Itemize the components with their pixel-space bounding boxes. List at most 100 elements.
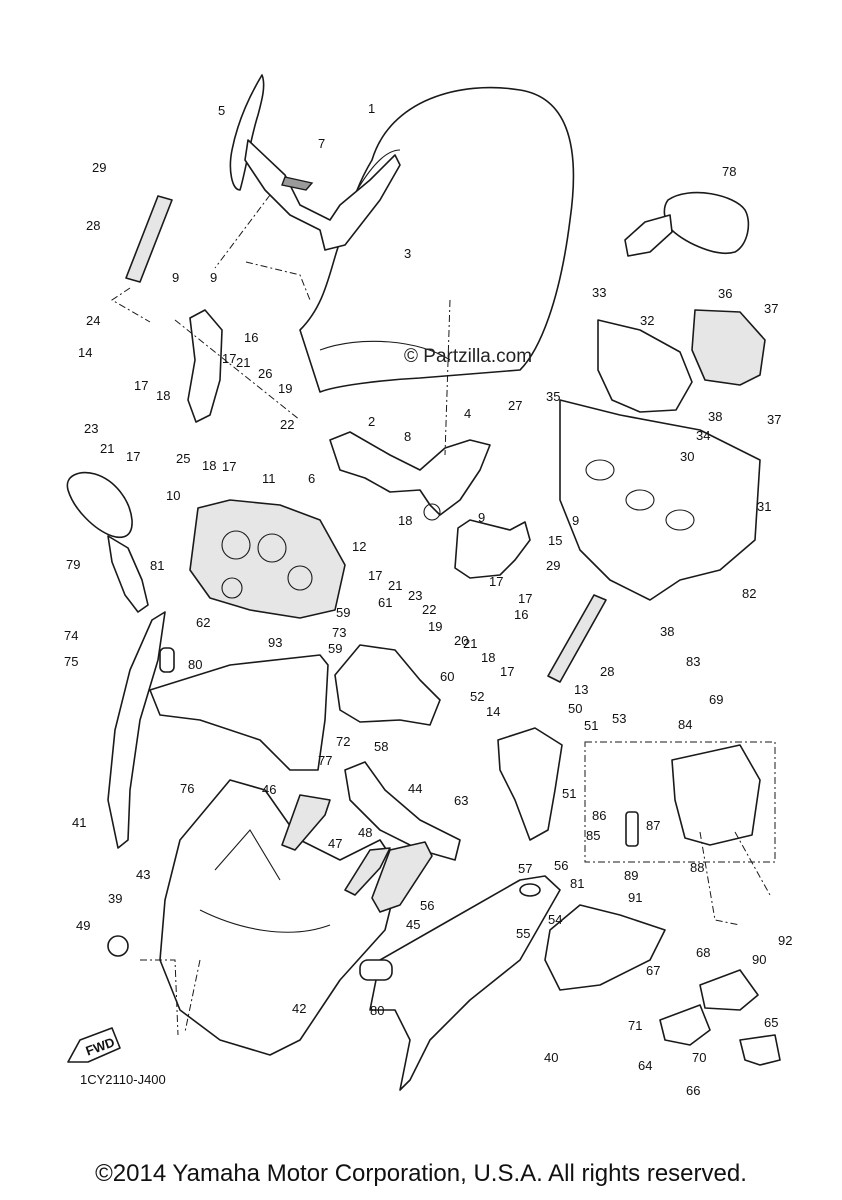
callout-9: 9	[572, 513, 579, 528]
callout-41: 41	[72, 815, 86, 830]
callout-57: 57	[518, 861, 532, 876]
callout-22: 22	[280, 417, 294, 432]
callout-74: 74	[64, 628, 78, 643]
callout-89: 89	[624, 868, 638, 883]
part-85	[625, 811, 639, 847]
callout-48: 48	[358, 825, 372, 840]
callout-85: 85	[586, 828, 600, 843]
callout-21: 21	[236, 355, 250, 370]
callout-58: 58	[374, 739, 388, 754]
bracket-65-part	[739, 1034, 781, 1066]
callout-32: 32	[640, 313, 654, 328]
assembly-line-4	[699, 831, 771, 926]
callout-4: 4	[464, 406, 471, 421]
callout-73: 73	[332, 625, 346, 640]
callout-21: 21	[388, 578, 402, 593]
diagram-code: 1CY2110-J400	[80, 1072, 166, 1087]
callout-82: 82	[742, 586, 756, 601]
callout-17: 17	[222, 351, 236, 366]
callout-11: 11	[262, 471, 276, 486]
callout-50: 50	[568, 701, 582, 716]
callout-36: 36	[718, 286, 732, 301]
callout-66: 66	[686, 1083, 700, 1098]
callout-54: 54	[548, 912, 562, 927]
trim-strip-47-part	[344, 847, 391, 896]
callout-5: 5	[218, 103, 225, 118]
callout-47: 47	[328, 836, 342, 851]
watermark: © Partzilla.com	[404, 346, 532, 367]
callout-20: 20	[454, 633, 468, 648]
assembly-line-2	[111, 287, 301, 421]
callout-59: 59	[336, 605, 350, 620]
trim-strip-right-part	[547, 594, 607, 683]
callout-81: 81	[150, 558, 164, 573]
callout-86: 86	[592, 808, 606, 823]
callout-8: 8	[404, 429, 411, 444]
assembly-line-1	[214, 194, 451, 456]
callout-37: 37	[764, 301, 778, 316]
meter-gauge-3	[221, 577, 243, 599]
callout-71: 71	[628, 1018, 642, 1033]
windshield-part	[299, 86, 575, 393]
duct-44-part	[344, 761, 461, 861]
side-cover-left-part	[107, 611, 166, 849]
callout-24: 24	[86, 313, 100, 328]
mirror-right-part	[663, 191, 750, 254]
front-cowl-part	[159, 779, 401, 1056]
callout-1: 1	[368, 101, 375, 116]
callout-16: 16	[514, 607, 528, 622]
callout-29: 29	[92, 160, 106, 175]
callout-14: 14	[486, 704, 500, 719]
meter-gauge-4	[287, 565, 313, 591]
callout-26: 26	[258, 366, 272, 381]
callout-61: 61	[378, 595, 392, 610]
callout-52: 52	[470, 689, 484, 704]
callout-88: 88	[690, 860, 704, 875]
callout-38: 38	[708, 409, 722, 424]
callout-90: 90	[752, 952, 766, 967]
meter-gauge-1	[221, 530, 251, 560]
trim-strip-45-part	[371, 841, 433, 913]
callout-79: 79	[66, 557, 80, 572]
callout-39: 39	[108, 891, 122, 906]
bracket-36-part	[691, 309, 766, 386]
callout-55: 55	[516, 926, 530, 941]
callout-83: 83	[686, 654, 700, 669]
callout-64: 64	[638, 1058, 652, 1073]
callout-10: 10	[166, 488, 180, 503]
callout-9: 9	[478, 510, 485, 525]
lower-panel-54-part	[544, 904, 666, 991]
bracket-67-part	[699, 969, 759, 1011]
callout-56: 56	[420, 898, 434, 913]
callout-22: 22	[422, 602, 436, 617]
callout-28: 28	[86, 218, 100, 233]
callout-25: 25	[176, 451, 190, 466]
trim-strip-46-part	[281, 794, 331, 851]
callout-76: 76	[180, 781, 194, 796]
callout-51: 51	[584, 718, 598, 733]
callout-28: 28	[600, 664, 614, 679]
front-cowl-intake	[199, 829, 331, 933]
callout-42: 42	[292, 1001, 306, 1016]
callout-45: 45	[406, 917, 420, 932]
callout-17: 17	[134, 378, 148, 393]
grommet-80-a	[359, 959, 393, 981]
callout-91: 91	[628, 890, 642, 905]
callout-60: 60	[440, 669, 454, 684]
callout-35: 35	[546, 389, 560, 404]
cover-32-part	[597, 319, 693, 413]
box-84-frame	[584, 741, 776, 863]
callout-56: 56	[554, 858, 568, 873]
fwd-arrow-icon	[67, 1027, 121, 1063]
callout-62: 62	[196, 615, 210, 630]
front-stay-part	[329, 431, 491, 516]
callout-21: 21	[463, 636, 477, 651]
inner-panel-hole-1	[585, 459, 615, 481]
inner-panel-hole-2	[625, 489, 655, 511]
callout-65: 65	[764, 1015, 778, 1030]
callout-21: 21	[100, 441, 114, 456]
callout-23: 23	[408, 588, 422, 603]
callout-43: 43	[136, 867, 150, 882]
callout-23: 23	[84, 421, 98, 436]
